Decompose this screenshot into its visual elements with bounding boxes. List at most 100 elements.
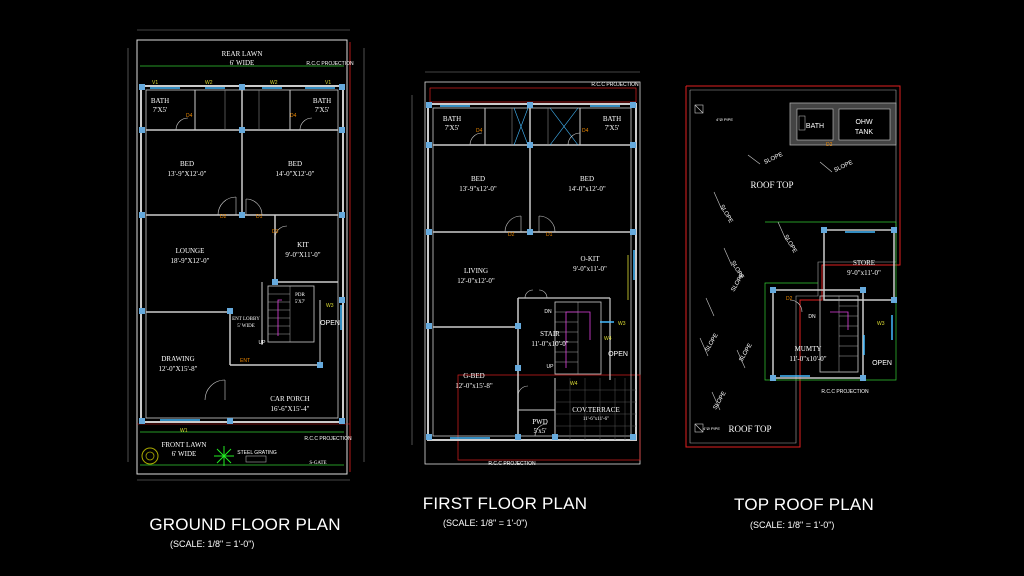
car-porch-size: 16'-6"X15'-4" [271,405,310,413]
door-tag-d2: D2 [220,214,227,220]
rear-lawn-label: REAR LAWN [222,50,263,58]
stair-size: 11'-0"x10'-0" [531,340,568,348]
bed-right-size: 14'-0"X12'-0" [276,170,315,178]
window-tag-w1: W1 [180,428,188,434]
store-label: STORE [853,259,875,267]
terrace-tiles [555,378,636,440]
living-size: 12'-0"x12'-0" [457,277,495,285]
first-bed-left-label: BED [471,175,485,183]
terrace-label: COV.TERRACE [572,406,620,414]
front-lawn-label: FRONT LAWN [161,441,206,449]
first-rcc-projection-top: R.C.C PROJECTION [591,82,639,88]
pdr-size: 5'X7' [295,300,306,305]
first-bath-left-label: BATH [443,115,461,123]
first-window-tag-w3: W3 [618,321,626,327]
first-window-tag-w4-lower: W4 [570,381,578,387]
roof-door-tag-d2: D2 [786,296,793,302]
roof-rcc-projection: R.C.C PROJECTION [821,389,869,395]
tree-icon [141,446,234,466]
front-lawn-width: 6' WIDE [172,450,197,458]
first-rcc-projection-bottom: R.C.C PROJECTION [488,461,536,467]
rcc-projection-rear: R.C.C PROJECTION [306,61,354,67]
roof-bath-label: BATH [806,123,824,130]
first-floor-plan: R.C.C PROJECTION BATH 7'X5' BATH 7'X5' D… [411,71,641,528]
rcc-projection-front: R.C.C PROJECTION [304,436,352,442]
bath-left-size: 7'X5' [153,106,168,114]
okit-size: 9'-0"x11'-0" [573,265,607,273]
ohw-tank-label-2: TANK [855,129,873,136]
pdr-label: PDR [295,293,305,298]
roof-dn-label: DN [808,314,816,320]
first-dn-label: DN [544,309,552,315]
slope-arrows [699,154,833,411]
rear-lawn-width: 6' WIDE [230,59,255,67]
first-bed-left-size: 13'-9"x12'-0" [459,185,497,193]
bath-right-size: 7'X5' [315,106,330,114]
bath-left-label: BATH [151,97,169,105]
window-tag-w2-right: W2 [270,80,278,86]
s-gate-label: S-GATE [309,461,326,466]
ent-lobby-label: ENT LOBBY [232,317,260,322]
first-bath-left-size: 7'X5' [445,124,460,132]
pipe-label-top: 4"Ø PIPE [716,117,733,122]
terrace-size: 11'-6"x11'-6" [583,417,609,422]
okit-label: O-KIT [580,255,600,263]
car-porch-label: CAR PORCH [270,395,309,403]
first-floor-title: FIRST FLOOR PLAN [423,494,587,513]
ground-floor-scale: (SCALE: 1/8" = 1'-0") [170,539,254,549]
door-tag-d3: D3 [272,229,279,235]
gbed-label: G-BED [463,372,484,380]
columns [139,84,345,424]
window-tag-w2: W2 [205,80,213,86]
gbed-size: 12'-0"x15'-8" [455,382,493,390]
up-label: UP [259,340,267,346]
first-bath-right-label: BATH [603,115,621,123]
kit-label: KIT [297,241,309,249]
bath-right-label: BATH [313,97,331,105]
kit-size: 9'-0"X11'-0" [285,251,320,259]
bed-right-label: BED [288,160,302,168]
first-window-tag-w4: W4 [604,336,612,342]
roof-open-label: OPEN [872,360,892,367]
first-door-tag-d4-left: D4 [476,128,483,134]
pwd-size: 5'x5' [533,427,546,435]
pwd-label: PWD [532,418,548,426]
ent-label: ENT [240,358,250,364]
pipe-icon [694,104,704,114]
mumty-label: MUMTY [795,345,822,353]
living-label: LIVING [464,267,488,275]
roof-window-tag-w3: W3 [877,321,885,327]
door-tag-d4-right: D4 [290,113,297,119]
door-tag-d4-left: D4 [186,113,193,119]
first-open-label: OPEN [608,351,628,358]
steel-grating-label: STEEL GRATING [237,450,277,456]
bed-left-size: 13'-9"X12'-0" [168,170,207,178]
first-up-label: UP [547,364,555,370]
roof-door-tag-d2-top: D2 [826,142,833,148]
first-door-tag-d4-right: D4 [582,128,589,134]
ground-floor-title: GROUND FLOOR PLAN [149,515,340,534]
ent-lobby-size: 5' WIDE [237,324,255,329]
first-bed-right-size: 14'-0"x12'-0" [568,185,606,193]
lounge-size: 18'-9"X12'-0" [171,257,210,265]
door-tag-d1: D1 [256,214,263,220]
top-roof-title: TOP ROOF PLAN [734,495,874,514]
pipe-icon-lower [694,423,704,433]
window-tag-w3: W3 [326,303,334,309]
top-roof-scale: (SCALE: 1/8" = 1'-0") [750,520,834,530]
ground-floor-plan: REAR LAWN 6' WIDE R.C.C PROJECTION V1 W2… [127,29,365,549]
open-label: OPEN [320,320,340,327]
first-door-tag-d1: D1 [546,232,553,238]
first-bed-right-label: BED [580,175,594,183]
drawing-size: 12'-0"X15'-8" [159,365,198,373]
first-door-tag-d2: D2 [508,232,515,238]
roof-top-label-1: ROOF TOP [751,180,794,190]
store-size: 9'-0"x11'-0" [847,269,881,277]
roof-top-label-2: ROOF TOP [729,424,772,434]
bed-left-label: BED [180,160,194,168]
mumty-size: 11'-0"x10'-0" [789,355,826,363]
window-tag-v1: V1 [152,80,158,86]
pipe-label-bottom: 4"Ø PIPE [703,426,720,431]
lounge-label: LOUNGE [176,247,205,255]
